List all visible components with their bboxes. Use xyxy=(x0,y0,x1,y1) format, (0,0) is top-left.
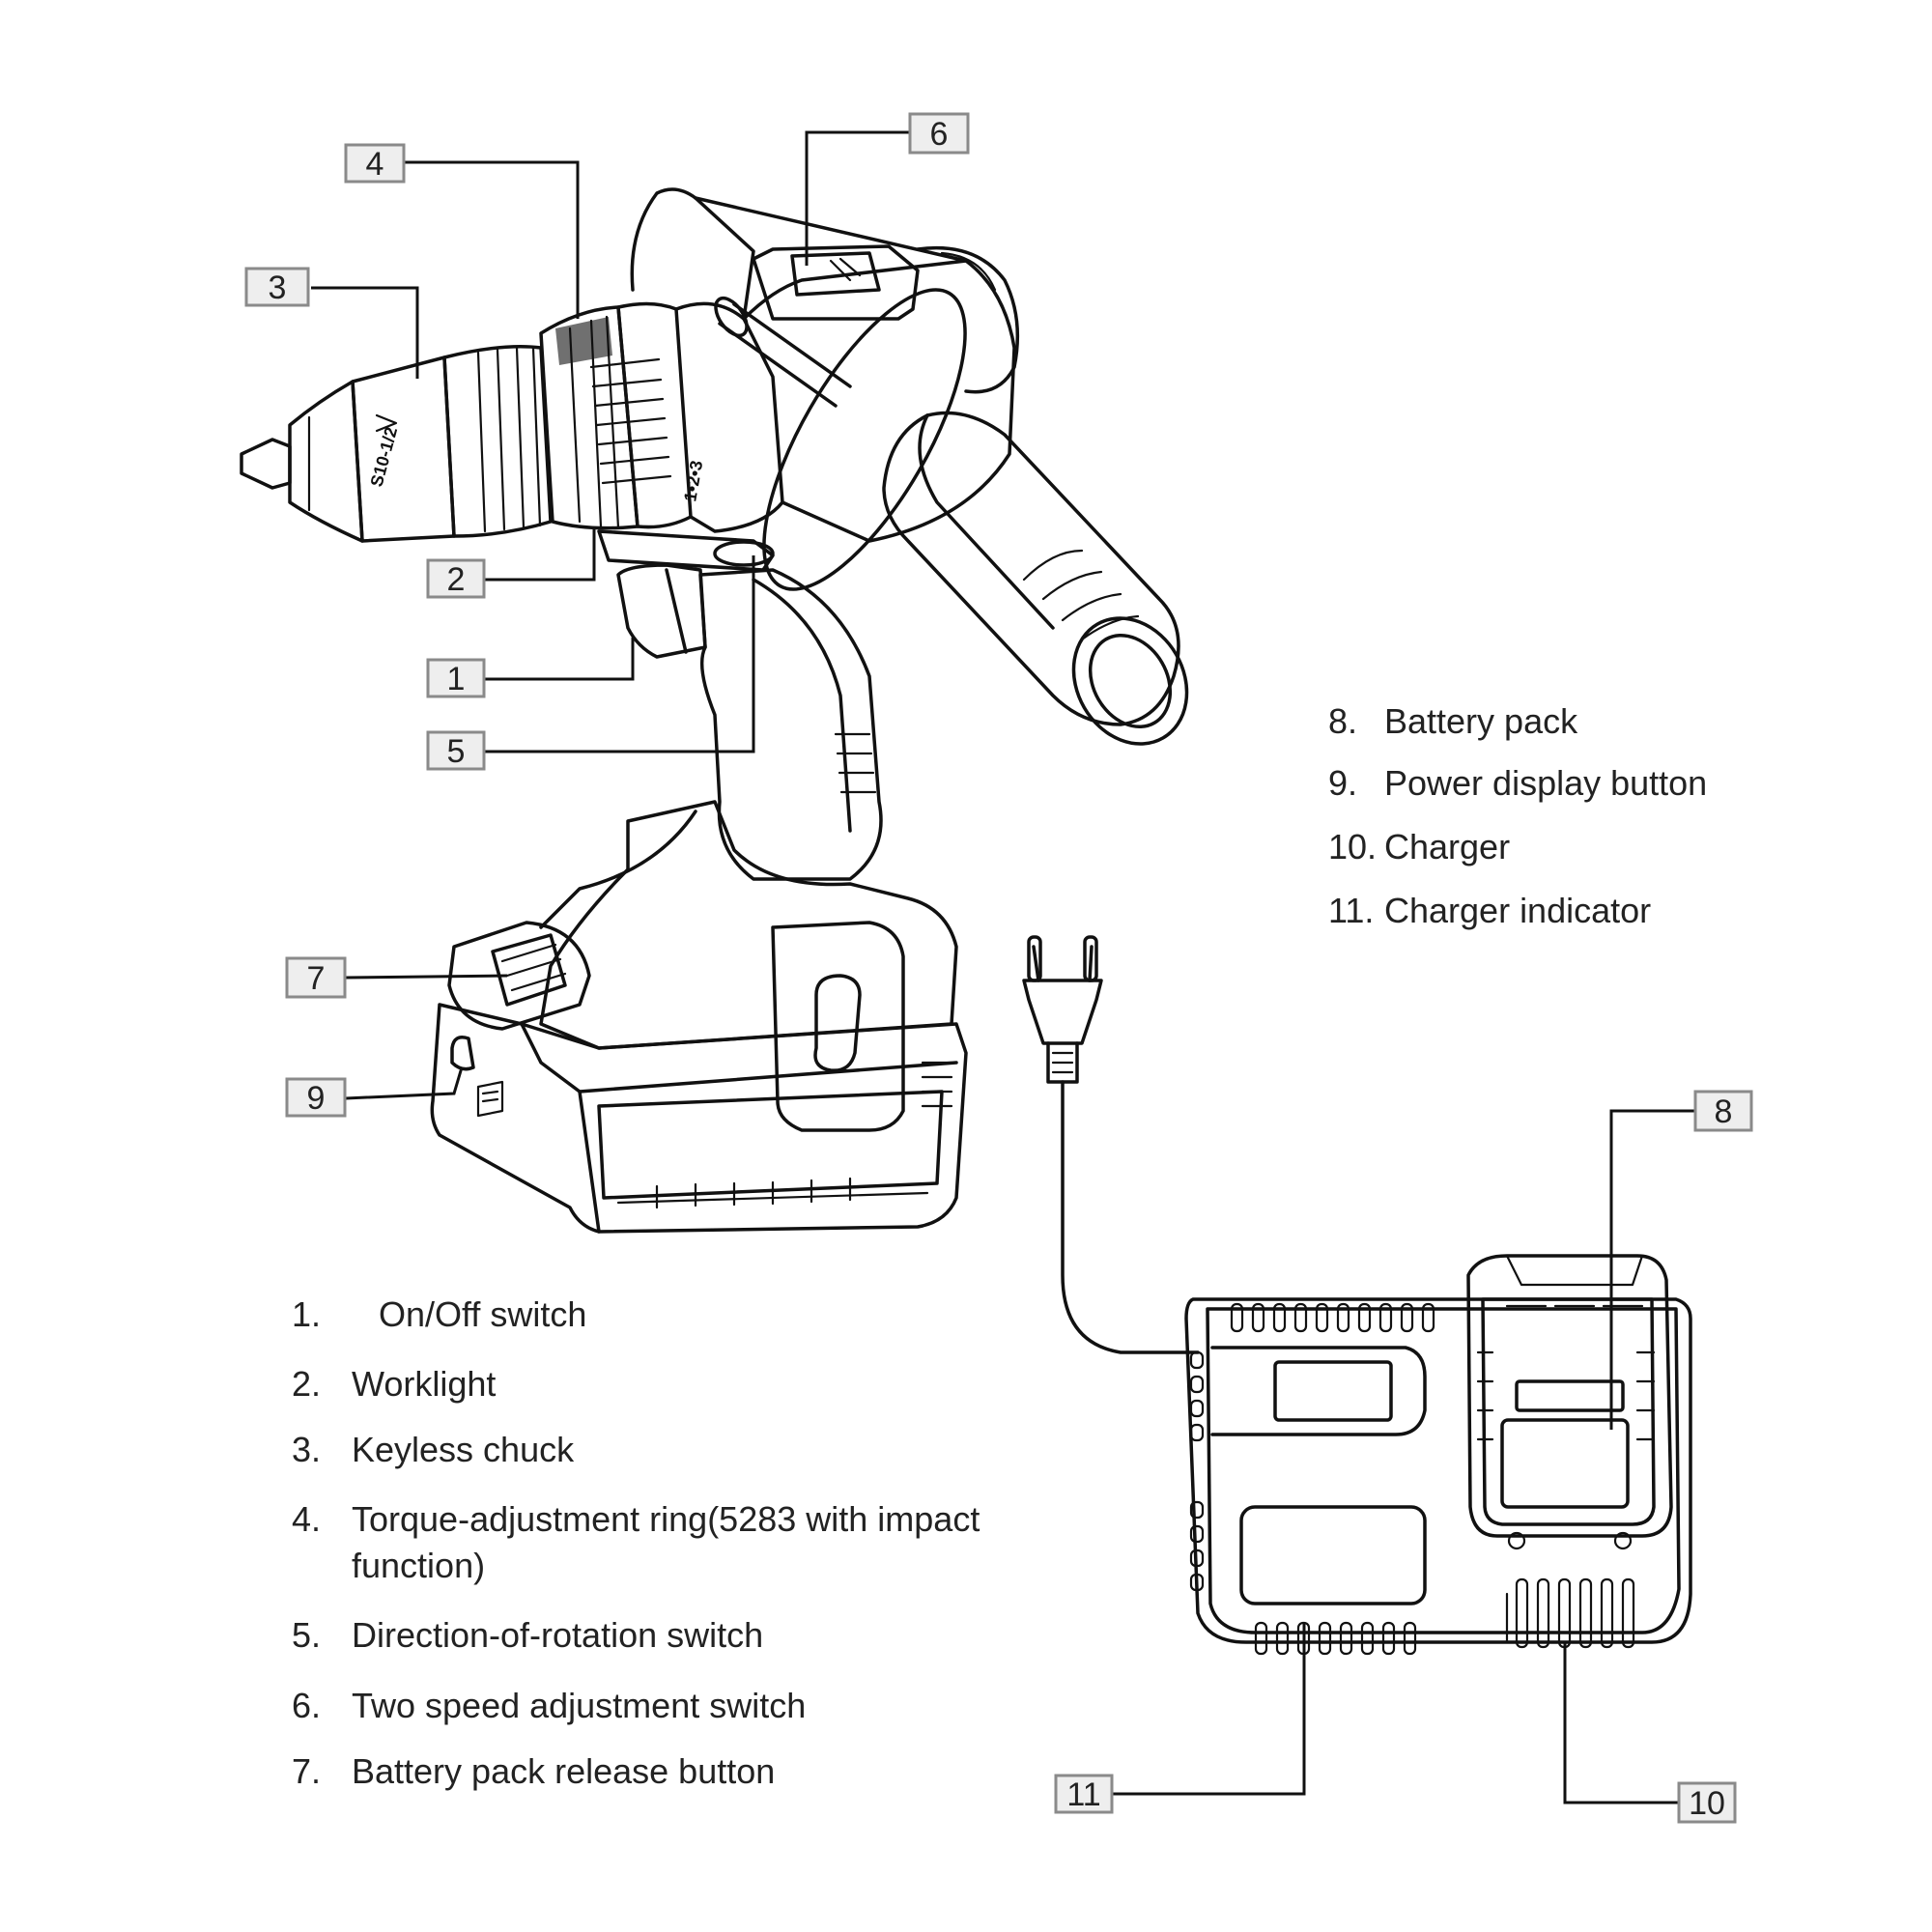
callout-6: 6 xyxy=(908,112,970,155)
callout-10: 10 xyxy=(1677,1781,1737,1824)
legend-item-2: 2. Worklight xyxy=(292,1364,497,1404)
leader-9 xyxy=(345,1066,464,1100)
drill-illustration: S10-1/2 1•2•3 xyxy=(240,187,1189,1234)
callout-1: 1 xyxy=(426,658,486,698)
leader-10 xyxy=(1563,1642,1679,1804)
legend-item-6: 6. Two speed adjustment switch xyxy=(292,1686,807,1725)
leader-4 xyxy=(404,160,580,319)
callout-3: 3 xyxy=(244,267,310,307)
leader-5 xyxy=(485,555,755,753)
chuck-marking: S10-1/2 xyxy=(367,425,402,489)
callout-8: 8 xyxy=(1693,1090,1753,1132)
callout-2: 2 xyxy=(426,558,486,599)
svg-text:1: 1 xyxy=(447,661,466,697)
svg-text:2: 2 xyxy=(447,561,466,598)
svg-text:8: 8 xyxy=(1715,1094,1733,1130)
leader-7 xyxy=(345,974,508,980)
callout-4: 4 xyxy=(344,143,406,184)
svg-text:5: 5 xyxy=(447,733,466,770)
leader-1 xyxy=(485,638,635,681)
callout-11: 11 xyxy=(1054,1774,1114,1814)
svg-text:7: 7 xyxy=(307,960,326,997)
svg-text:9: 9 xyxy=(307,1080,326,1117)
svg-text:11: 11 xyxy=(1066,1776,1100,1813)
leader-8 xyxy=(1609,1109,1695,1430)
callout-5: 5 xyxy=(426,730,486,771)
legend-item-8: 8. Battery pack xyxy=(1328,701,1578,741)
torque-marking: 1•2•3 xyxy=(680,459,706,502)
leader-lines xyxy=(311,130,1695,1804)
legend-item-1: 1. On/Off switch xyxy=(292,1294,587,1334)
leader-11 xyxy=(1113,1623,1306,1796)
svg-text:6: 6 xyxy=(930,116,949,153)
legend-item-3: 3. Keyless chuck xyxy=(292,1430,575,1469)
svg-text:10: 10 xyxy=(1689,1785,1725,1822)
callout-7: 7 xyxy=(285,956,347,999)
legend-item-4: 4. Torque-adjustment ring(5283 with impa… xyxy=(292,1499,980,1585)
callout-9: 9 xyxy=(285,1077,347,1118)
leader-2 xyxy=(485,529,596,582)
leader-3 xyxy=(311,286,419,379)
charger-illustration xyxy=(1022,935,1692,1656)
legend-item-7: 7. Battery pack release button xyxy=(292,1751,776,1791)
legend-item-10: 10. Charger xyxy=(1328,827,1511,867)
legend-item-11: 11. Charger indicator xyxy=(1328,891,1652,930)
svg-text:4: 4 xyxy=(366,146,384,183)
legend-item-5: 5. Direction-of-rotation switch xyxy=(292,1615,764,1655)
svg-text:3: 3 xyxy=(269,270,287,306)
legend-item-9: 9. Power display button xyxy=(1328,763,1708,803)
